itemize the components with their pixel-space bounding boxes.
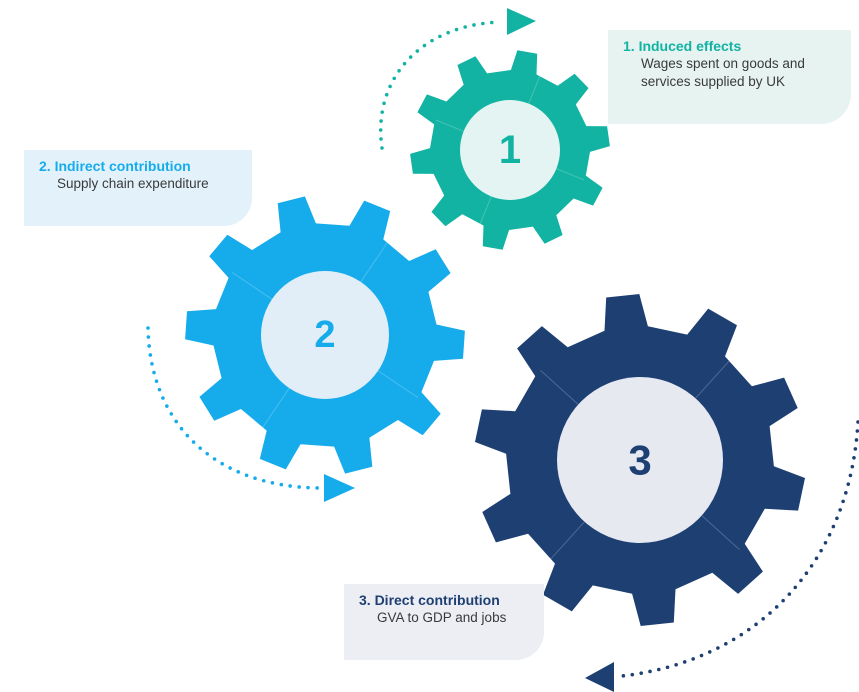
direct-gear-seam-1 <box>701 515 740 551</box>
induced-gear-seam-2 <box>479 196 492 225</box>
gear-induced: 1 <box>410 50 610 250</box>
induced-gear-seam-1 <box>556 168 585 181</box>
callout-induced-title: 1. Induced effects <box>623 38 742 54</box>
arrow-head-icon <box>324 474 355 502</box>
induced-gear-seam-3 <box>435 119 464 132</box>
callout-direct-desc: GVA to GDP and jobs <box>377 610 507 625</box>
gear-direct-number: 3 <box>628 437 651 484</box>
gear-direct-hub <box>557 377 723 543</box>
indirect-gear-seam-1 <box>377 370 419 399</box>
arrow-to-indirect <box>146 326 355 502</box>
gear-indirect: 2 <box>185 196 465 474</box>
direct-gear-seam-3 <box>540 369 579 405</box>
gear-indirect-hub <box>261 271 389 399</box>
callout-indirect-desc: Supply chain expenditure <box>57 176 209 191</box>
callout-induced-desc-line1: Wages spent on goods and <box>641 56 805 71</box>
arrow-to-induced <box>378 8 536 150</box>
callout-direct-contribution: 3. Direct contribution GVA to GDP and jo… <box>344 584 544 660</box>
arrow-head-icon <box>585 662 614 692</box>
gear-induced-number: 1 <box>499 128 521 172</box>
indirect-gear-seam-0 <box>360 241 389 283</box>
direct-gear-seam-0 <box>695 360 731 399</box>
direct-gear-seam-2 <box>549 521 585 560</box>
indirect-gear-seam-2 <box>261 387 290 429</box>
arrow-head-icon <box>507 8 536 35</box>
gear-induced-hub <box>460 100 560 200</box>
gear-direct: 3 <box>475 294 805 626</box>
callout-direct-title: 3. Direct contribution <box>359 592 500 608</box>
arrow-to-direct <box>585 420 859 692</box>
callout-indirect-title: 2. Indirect contribution <box>39 158 191 174</box>
callout-induced-desc-line2: services supplied by UK <box>641 74 786 89</box>
callout-induced-effects: 1. Induced effects Wages spent on goods … <box>608 30 851 124</box>
callout-indirect-contribution: 2. Indirect contribution Supply chain ex… <box>24 150 252 226</box>
gear-indirect-number: 2 <box>314 314 335 356</box>
induced-gear-seam-0 <box>528 75 541 104</box>
indirect-gear-seam-3 <box>231 271 273 300</box>
